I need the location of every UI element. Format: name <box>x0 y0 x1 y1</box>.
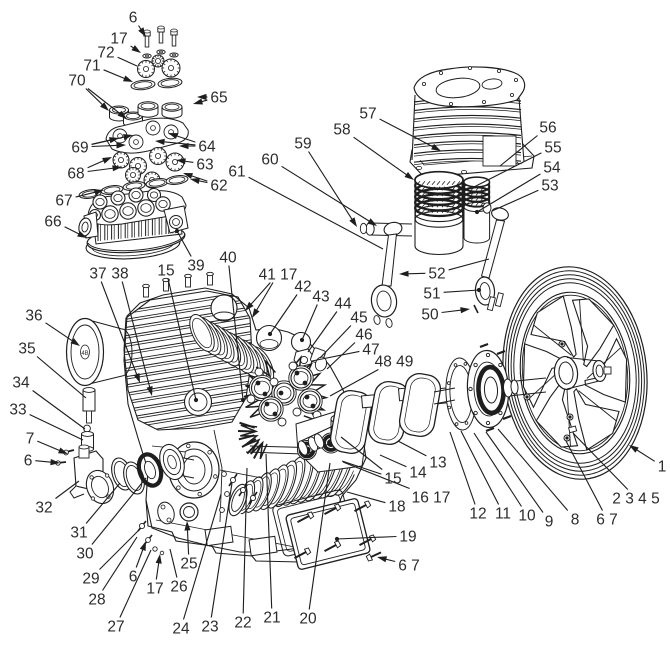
svg-text:13: 13 <box>429 455 446 472</box>
svg-text:51: 51 <box>423 286 440 303</box>
svg-text:64: 64 <box>198 139 216 156</box>
svg-text:15: 15 <box>157 263 174 280</box>
svg-text:24: 24 <box>172 621 190 638</box>
svg-text:45: 45 <box>350 310 367 327</box>
svg-text:26: 26 <box>170 579 187 596</box>
svg-text:52: 52 <box>428 266 445 283</box>
svg-text:12: 12 <box>469 506 486 523</box>
svg-text:25: 25 <box>180 556 197 573</box>
svg-text:71: 71 <box>83 58 100 75</box>
svg-text:11: 11 <box>495 506 511 523</box>
svg-text:6: 6 <box>129 569 138 586</box>
svg-text:32: 32 <box>35 500 52 517</box>
svg-text:58: 58 <box>333 122 350 139</box>
svg-text:42: 42 <box>294 279 311 296</box>
svg-text:7: 7 <box>26 431 35 448</box>
svg-text:22: 22 <box>234 615 251 632</box>
svg-text:62: 62 <box>210 178 227 195</box>
svg-text:8: 8 <box>571 512 580 529</box>
svg-text:40: 40 <box>219 250 237 267</box>
svg-text:4B: 4B <box>81 351 88 357</box>
svg-text:20: 20 <box>299 611 317 628</box>
svg-text:15: 15 <box>384 471 401 488</box>
svg-text:16 17: 16 17 <box>412 490 451 507</box>
svg-text:65: 65 <box>210 90 227 107</box>
svg-text:29: 29 <box>82 571 99 588</box>
svg-text:48 49: 48 49 <box>375 354 414 371</box>
svg-text:55: 55 <box>544 140 561 157</box>
svg-text:28: 28 <box>88 592 105 609</box>
svg-text:14: 14 <box>409 465 427 482</box>
svg-text:43: 43 <box>312 289 329 306</box>
svg-text:1: 1 <box>658 459 667 476</box>
svg-text:17: 17 <box>146 581 163 598</box>
svg-text:38: 38 <box>111 266 128 283</box>
svg-text:67: 67 <box>55 193 72 210</box>
svg-text:72: 72 <box>97 45 114 62</box>
svg-text:6: 6 <box>24 453 33 470</box>
svg-text:18: 18 <box>388 499 405 516</box>
svg-text:60: 60 <box>261 152 279 169</box>
svg-text:47: 47 <box>362 342 379 359</box>
svg-text:17: 17 <box>110 31 127 48</box>
svg-text:41 17: 41 17 <box>259 267 298 284</box>
svg-text:70: 70 <box>68 73 86 90</box>
svg-text:33: 33 <box>9 402 26 419</box>
svg-text:63: 63 <box>196 157 213 174</box>
svg-text:68: 68 <box>67 166 84 183</box>
svg-text:61: 61 <box>228 164 245 181</box>
svg-text:69: 69 <box>71 140 88 157</box>
svg-text:30: 30 <box>76 546 94 563</box>
svg-text:6 7: 6 7 <box>398 558 420 575</box>
svg-text:27: 27 <box>107 619 124 636</box>
svg-text:46: 46 <box>355 327 372 344</box>
svg-text:2 3 4 5: 2 3 4 5 <box>612 491 659 508</box>
svg-text:35: 35 <box>18 341 35 358</box>
svg-text:37: 37 <box>89 266 106 283</box>
svg-text:34: 34 <box>12 375 30 392</box>
svg-text:36: 36 <box>25 308 42 325</box>
svg-text:21: 21 <box>263 610 280 627</box>
svg-text:59: 59 <box>294 136 311 153</box>
svg-text:56: 56 <box>539 120 556 137</box>
svg-text:6: 6 <box>129 10 138 27</box>
svg-text:6 7: 6 7 <box>596 512 618 529</box>
svg-text:50: 50 <box>421 307 439 324</box>
svg-text:23: 23 <box>201 619 218 636</box>
svg-text:10: 10 <box>518 508 536 525</box>
svg-text:39: 39 <box>187 258 204 275</box>
svg-text:9: 9 <box>545 514 554 531</box>
svg-text:57: 57 <box>359 106 376 123</box>
svg-text:53: 53 <box>541 178 558 195</box>
svg-text:44: 44 <box>334 296 352 313</box>
svg-text:66: 66 <box>44 214 61 231</box>
svg-text:19: 19 <box>399 529 416 546</box>
svg-text:54: 54 <box>543 160 561 177</box>
svg-text:31: 31 <box>70 525 87 542</box>
